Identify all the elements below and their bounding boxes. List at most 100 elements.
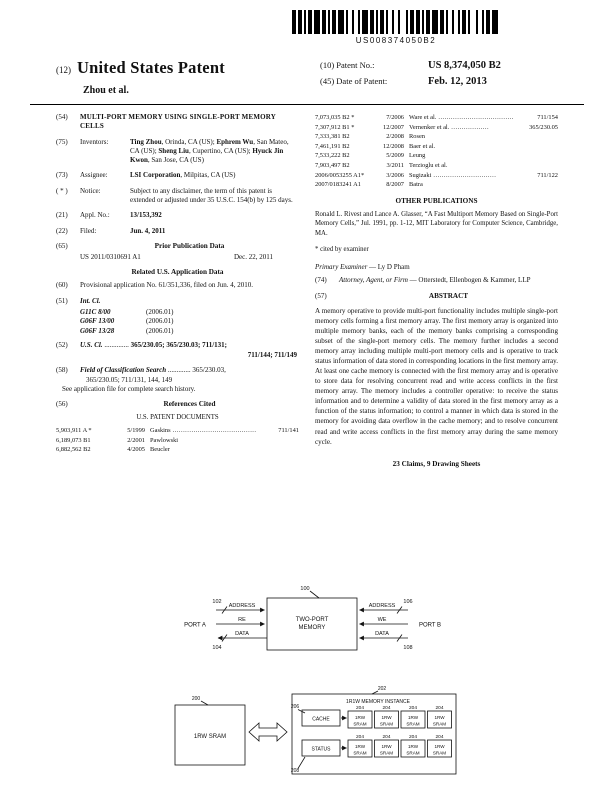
ref-leader-dots: .................. (451, 123, 490, 131)
patent-authors: Zhou et al. (83, 85, 129, 96)
sram-cell-line2: SRAM (353, 751, 366, 756)
field-search-line2: 365/230.05; 711/131, 144, 149 (86, 375, 173, 384)
ref-date: 2/2001 (127, 436, 145, 444)
ref-name: Rosen (409, 133, 425, 141)
notice-block: ( * ) Notice: Subject to any disclaimer,… (56, 187, 299, 206)
ref-108-label: 108 (403, 645, 412, 651)
ref-patent-number: 7,073,035 B2 * (315, 114, 355, 121)
sram-cell-line2: SRAM (353, 722, 366, 727)
field-search-block: (58) Field of Classification Search ....… (56, 366, 299, 375)
field-65-tag: (65) (56, 241, 68, 250)
ref-202-label: 202 (378, 686, 387, 692)
assignee-block: (73) Assignee: LSI Corporation, Milpitas… (56, 171, 299, 180)
ref-class: 711/154 (537, 114, 558, 121)
sram-cell-line1: 1RW (381, 715, 392, 720)
body-columns: (54) MULTI-PORT MEMORY USING SINGLE-PORT… (56, 113, 558, 577)
ref-name: Sugizaki (409, 171, 432, 179)
patent-office-title: United States Patent (77, 58, 225, 77)
ref-200-leader (200, 700, 209, 706)
inventors-list: Ting Zhou, Orinda, CA (US); Ephrem Wu, S… (130, 137, 289, 165)
class-year: (2006.01) (146, 308, 174, 317)
left-column: (54) MULTI-PORT MEMORY USING SINGLE-PORT… (56, 113, 299, 577)
ref-leader-dots (437, 142, 556, 152)
sram-box (174, 704, 246, 766)
ref-date: 7/2006 (386, 114, 404, 121)
ref-name: Terzioglu et al. (409, 162, 448, 170)
bus-slash (396, 634, 403, 642)
field-58-tag: (58) (56, 365, 68, 374)
ref-name: Beucler (150, 446, 170, 454)
primary-examiner-line: Primary Examiner — Ly D Pham (315, 262, 410, 271)
int-cl-row: G06F 13/28(2006.01) (56, 327, 299, 336)
references-heading-block: (56) References Cited (56, 400, 299, 410)
ref-leader-dots: .............................. (433, 171, 497, 179)
field-search-note: See application file for complete search… (62, 385, 196, 394)
invention-title: MULTI-PORT MEMORY USING SINGLE-PORT MEMO… (80, 113, 276, 131)
sram-cell-line2: SRAM (406, 722, 419, 727)
field-52-tag: (52) (56, 340, 68, 349)
barcode-number: US008374050B2 (355, 36, 437, 45)
int-cl-block: (51) Int. Cl. (56, 297, 299, 306)
ref-class: 711/122 (537, 171, 558, 179)
other-publications-text: Ronald L. Rivest and Lance A. Glasser, “… (315, 211, 558, 237)
sram-cell-box (400, 710, 426, 729)
ref-206-label: 206 (291, 704, 300, 710)
barcode-icon (292, 10, 498, 34)
prior-pub-row: US 2011/0310691 A1 Dec. 22, 2011 (56, 253, 299, 262)
ref-patent-number: 6,882,562 B2 (56, 446, 91, 454)
us-cl-line1: U.S. Cl. .............. 365/230.05; 365/… (80, 340, 228, 349)
ref-106-label: 106 (403, 599, 412, 605)
fig1-lines (216, 590, 408, 651)
publication-date: Dec. 22, 2011 (233, 252, 273, 261)
related-data-text: Provisional application No. 61/351,336, … (80, 281, 254, 290)
ref-patent-number: 7,533,222 B2 (315, 152, 350, 160)
field-56-tag: (56) (56, 400, 68, 409)
field-search-line1: Field of Classification Search .........… (80, 365, 226, 374)
port-b-label: PORT B (419, 623, 441, 629)
two-port-memory-box (266, 597, 358, 651)
filed-label: Filed: (80, 226, 97, 235)
field-51-tag: (51) (56, 296, 68, 305)
prior-pub-heading: Prior Publication Data (154, 241, 225, 250)
patent-no-label: (10) Patent No.: (320, 60, 375, 70)
field-22-tag: (22) (56, 226, 68, 235)
ref-patent-number: 7,333,381 B2 (315, 133, 350, 141)
field-54-tag: (54) (56, 113, 68, 121)
bus-slash (221, 606, 228, 614)
sram-cell-line1: 1RW (408, 744, 419, 749)
sram-cell-line2: SRAM (433, 722, 446, 727)
header-right: (10) Patent No.: US 8,374,050 B2 (45) Da… (320, 58, 564, 96)
memory-instance-label: 1R1W MEMORY INSTANCE (346, 699, 411, 705)
ref-200-label: 200 (192, 696, 201, 702)
port-b-we-label: WE (378, 617, 387, 623)
related-data-block: (60) Provisional application No. 61/351,… (56, 281, 299, 290)
ref-204-label: 204 (435, 705, 443, 711)
appl-no-label: Appl. No.: (80, 211, 110, 220)
ref-name: Ware et al. (409, 114, 437, 121)
port-b-address-label: ADDRESS (369, 603, 396, 609)
references-list-right: 7,073,035 B2 * 7/2006 Ware et al..........… (315, 113, 558, 190)
ref-202-leader (371, 690, 379, 695)
ref-class: 365/230.05 (529, 123, 558, 131)
ref-208-label: 208 (291, 768, 300, 774)
notice-tag: ( * ) (56, 186, 68, 195)
port-a-address-label: ADDRESS (229, 603, 256, 609)
field-57-tag: (57) (315, 292, 327, 301)
related-data-heading: Related U.S. Application Data (131, 267, 224, 276)
ref-date: 5/1999 (127, 427, 145, 434)
field-73-tag: (73) (56, 171, 68, 180)
ref-name: Baer et al. (409, 142, 436, 150)
us-patent-documents-heading: U.S. PATENT DOCUMENTS (136, 413, 219, 421)
cited-by-examiner: * cited by examiner (315, 245, 369, 253)
class-year: (2006.01) (146, 317, 174, 326)
port-a-re-label: RE (238, 617, 246, 623)
appl-no-value: 13/153,392 (130, 211, 162, 220)
ref-date: 2/2008 (386, 133, 404, 141)
two-port-memory-label-line2: MEMORY (299, 625, 326, 631)
ref-name: Pawlowski (150, 436, 179, 444)
